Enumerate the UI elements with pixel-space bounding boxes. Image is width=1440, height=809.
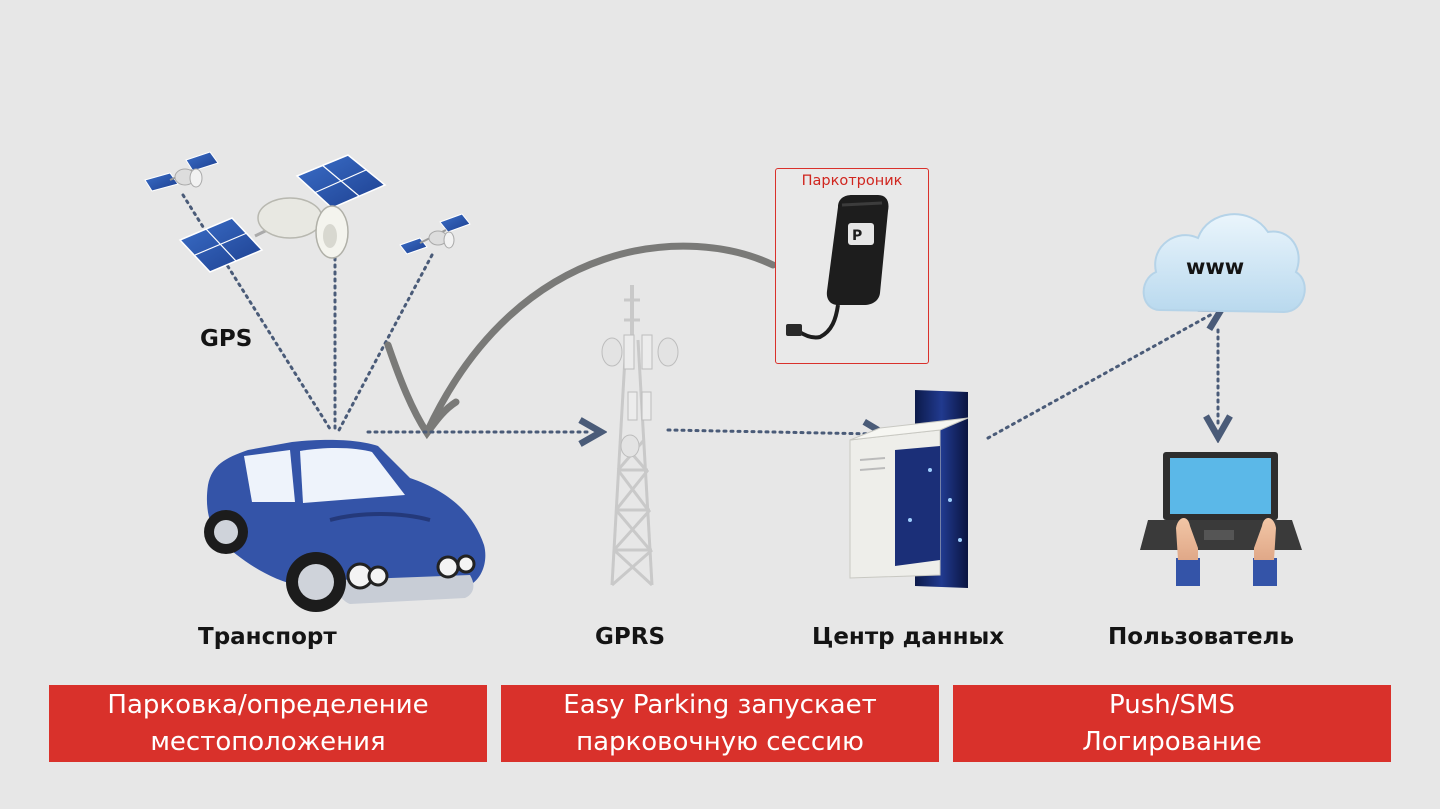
device-to-car-arrow xyxy=(384,242,777,440)
bar-line: Логирование xyxy=(1082,726,1262,757)
car-icon xyxy=(204,439,486,612)
gps-tracker-icon: P xyxy=(786,195,889,340)
bar-line: парковочную сессию xyxy=(576,726,864,757)
datacenter-label: Центр данных xyxy=(812,624,1005,650)
bar-notifications: Push/SMS Логирование xyxy=(953,685,1391,762)
bar-line: местоположения xyxy=(150,726,386,757)
bar-line: Push/SMS xyxy=(1109,689,1235,720)
bar-line: Парковка/определение xyxy=(107,689,429,720)
flow-dotted-arrows xyxy=(366,313,1218,438)
laptop-icon xyxy=(1140,452,1302,586)
satellite-small-right-icon xyxy=(399,213,471,255)
satellite-small-left-icon xyxy=(144,151,219,192)
svg-text:P: P xyxy=(852,228,862,244)
www-label: www xyxy=(1186,255,1245,279)
server-rack-icon xyxy=(849,390,969,588)
bar-line: Easy Parking запускает xyxy=(563,689,877,720)
bar-session-start: Easy Parking запускает парковочную сесси… xyxy=(501,685,939,762)
device-title: Паркотроник xyxy=(801,173,903,189)
gps-label: GPS xyxy=(200,326,253,352)
cell-tower-icon xyxy=(610,285,654,587)
bar-parking-location: Парковка/определение местоположения xyxy=(49,685,487,762)
parktronic-device-card: Паркотроник P xyxy=(775,168,929,364)
transport-label: Транспорт xyxy=(198,624,337,650)
user-label: Пользователь xyxy=(1108,624,1294,650)
tower-antennas xyxy=(601,334,679,458)
gprs-label: GPRS xyxy=(595,624,666,650)
cloud-icon xyxy=(1142,213,1306,314)
satellite-large-icon xyxy=(178,154,387,273)
